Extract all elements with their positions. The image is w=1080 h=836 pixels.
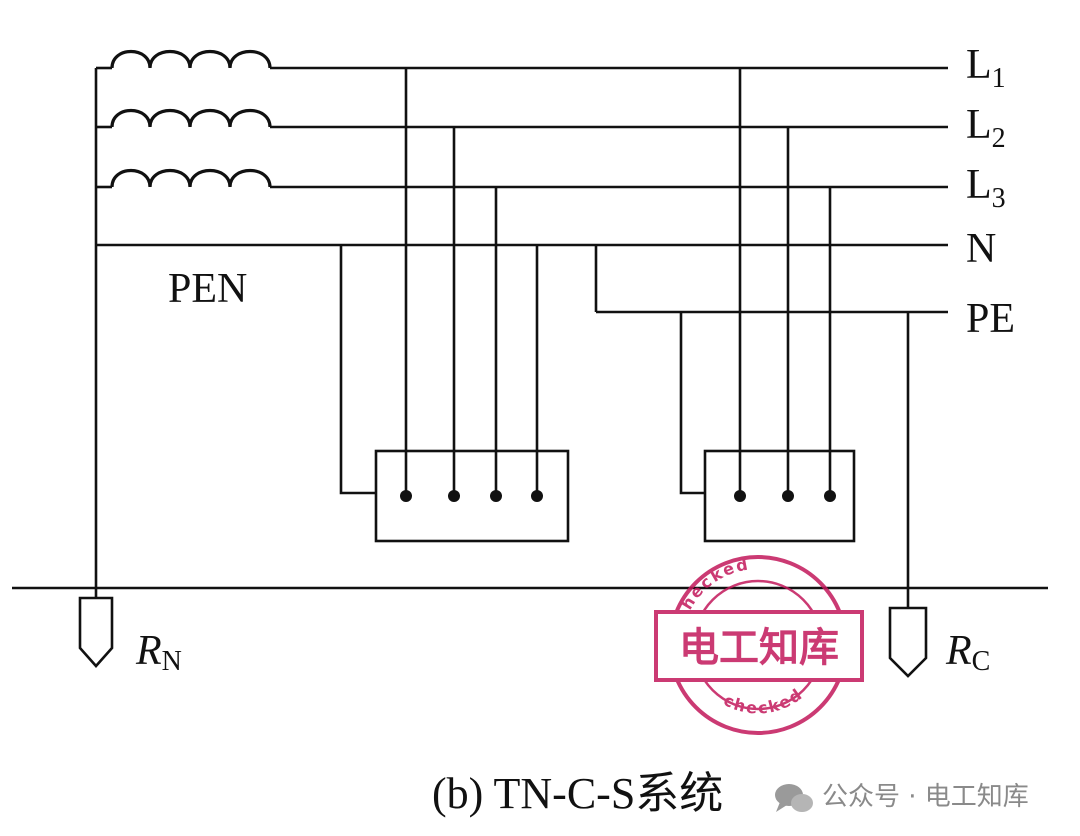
wechat-icon: [775, 784, 813, 812]
label-n: N: [966, 226, 996, 272]
load-2-terminal-3: [824, 490, 836, 502]
label-l1: L1: [966, 42, 1006, 94]
coil-l2: [110, 108, 272, 128]
label-l2: L2: [966, 102, 1006, 154]
stamp-banner: [654, 610, 864, 682]
stamp-ring-text-bottom: checked: [721, 684, 807, 718]
label-pe: PE: [966, 296, 1015, 342]
load-1-terminal-1: [400, 490, 412, 502]
coil-l1: [110, 49, 272, 69]
label-l3: L3: [966, 162, 1006, 214]
wechat-watermark: 公众号 · 电工知库: [775, 782, 1029, 812]
watermark-text: 公众号 · 电工知库: [822, 782, 1029, 812]
ground-electrode-right: [888, 606, 928, 678]
label-pen: PEN: [168, 266, 247, 312]
load-1-enclosure: [374, 449, 570, 543]
checked-stamp: checked checked 电工知库: [654, 554, 864, 735]
load-box-2: [679, 68, 856, 543]
label-rn: RN: [135, 628, 182, 677]
diagram-caption: (b) TN-C-S系统: [432, 769, 723, 818]
load-2-terminal-1: [734, 490, 746, 502]
load-box-1: [339, 68, 570, 543]
load-1-pen-connection: [339, 245, 376, 495]
load-1-terminal-4: [531, 490, 543, 502]
load-2-pe-connection: [679, 312, 705, 495]
load-1-terminal-3: [490, 490, 502, 502]
ground-electrode-left: [78, 596, 114, 668]
coil-l3: [110, 168, 272, 188]
stamp-text: 电工知库: [679, 625, 839, 671]
label-rc: RC: [945, 628, 990, 677]
load-2-terminal-2: [782, 490, 794, 502]
transformer-coils: [110, 49, 272, 188]
load-1-terminal-2: [448, 490, 460, 502]
load-2-enclosure: [703, 449, 856, 543]
